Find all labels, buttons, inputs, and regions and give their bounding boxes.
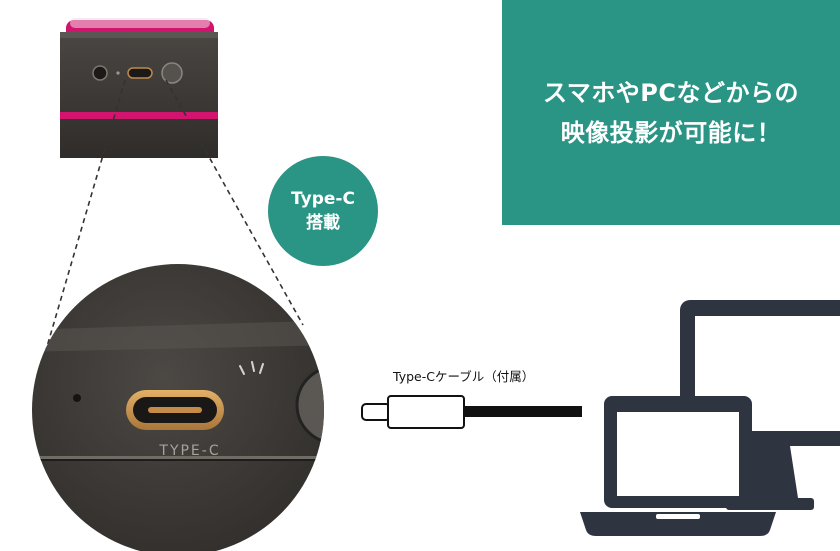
badge-line-2: 搭載 — [306, 213, 340, 233]
usb-c-port-icon — [127, 67, 153, 79]
zoom-guide-lines — [45, 79, 304, 351]
headline-line-2: 映像投影が可能に！ — [560, 118, 782, 147]
headline-panel: スマホやPCなどからの 映像投影が可能に！ — [502, 0, 840, 225]
port-label: TYPE-C — [158, 443, 220, 459]
cable-label: Type-Cケーブル（付属） — [393, 369, 535, 384]
audio-jack-icon — [92, 65, 108, 81]
badge-line-1: Type-C — [291, 189, 355, 209]
type-c-cable-icon — [361, 395, 582, 429]
port-closeup — [32, 264, 324, 551]
computer-icon — [580, 300, 840, 536]
projector-device — [60, 18, 218, 158]
power-button-icon — [161, 62, 183, 84]
headline-line-1: スマホやPCなどからの — [543, 78, 799, 107]
power-button-icon — [295, 365, 324, 445]
sparkle-icon — [239, 361, 264, 375]
type-c-badge: Type-C 搭載 — [268, 156, 378, 266]
